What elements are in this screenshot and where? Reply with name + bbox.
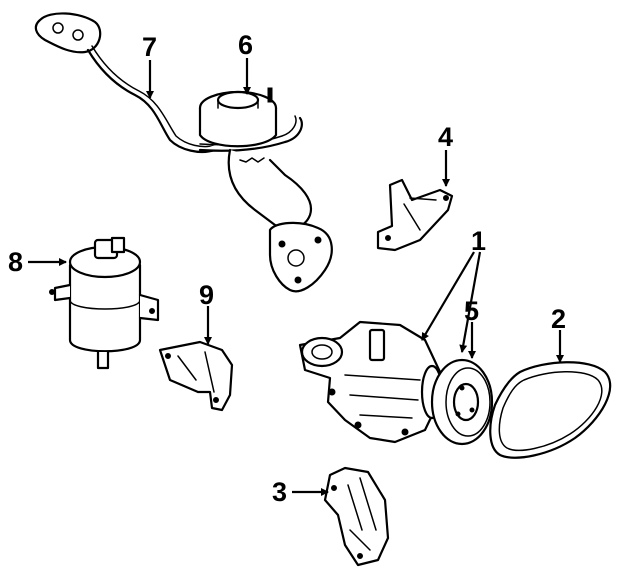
power-steering-pump-part-1	[298, 320, 444, 444]
callout-6: 6	[238, 30, 253, 60]
bracket-part-4	[376, 178, 454, 252]
callout-5: 5	[464, 296, 479, 326]
callout-9: 9	[199, 280, 214, 310]
callout-8: 8	[8, 247, 23, 277]
callout-4: 4	[438, 122, 453, 152]
vacuum-canister-part-8	[49, 236, 160, 370]
bracket-part-9	[158, 340, 234, 412]
bracket-part-3	[323, 466, 390, 567]
callout-7: 7	[142, 32, 157, 62]
callout-3: 3	[272, 477, 287, 507]
callout-2: 2	[551, 304, 566, 334]
egr-valve-part-6	[198, 87, 333, 293]
leader-1b	[459, 251, 482, 353]
leader-1a	[421, 251, 475, 341]
pulley-part-5	[430, 358, 494, 446]
drive-belt-part-2	[489, 361, 612, 459]
callout-1: 1	[471, 226, 486, 256]
